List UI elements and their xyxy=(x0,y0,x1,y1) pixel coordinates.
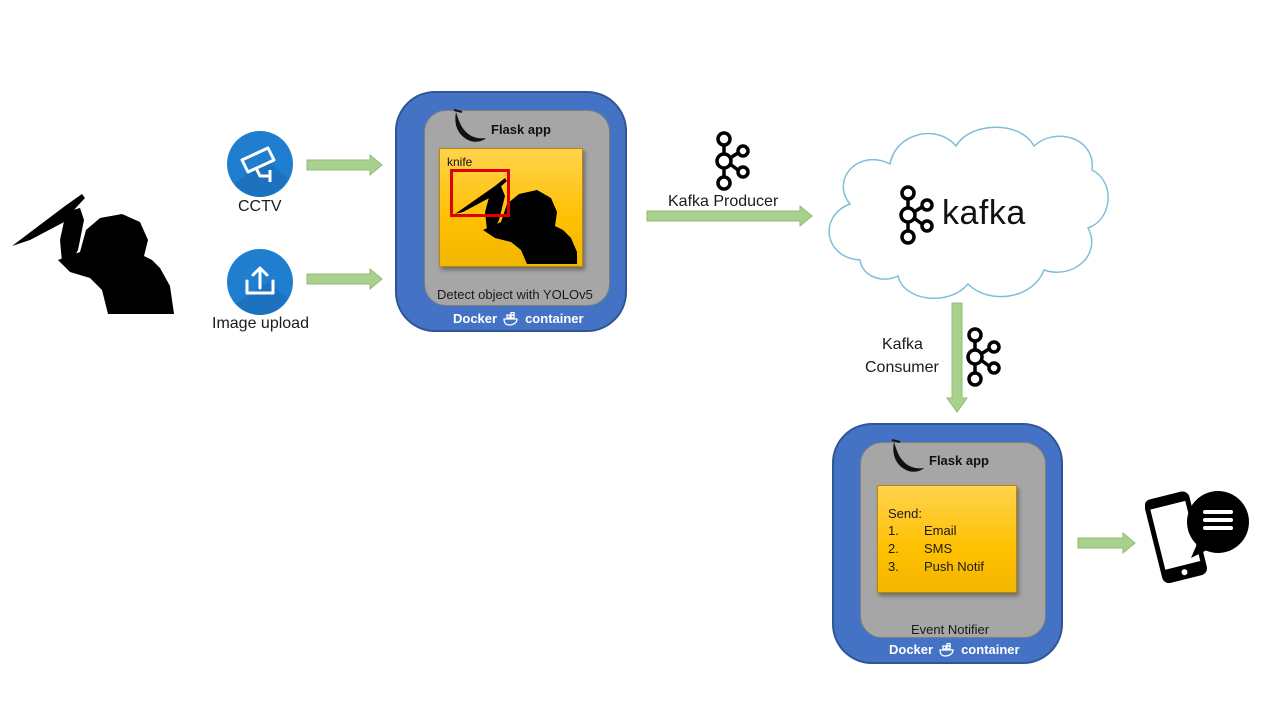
kafka-cloud xyxy=(820,120,1110,304)
channel-name: Email xyxy=(924,523,957,538)
notifier-flask-label: Flask app xyxy=(929,453,989,468)
channel-num: 1. xyxy=(888,523,899,538)
channel-num: 2. xyxy=(888,541,899,556)
kafka-consumer-icon xyxy=(962,326,1002,388)
channel-num: 3. xyxy=(888,559,899,574)
docker-whale-icon xyxy=(939,642,955,657)
notifier-caption: Event Notifier xyxy=(911,622,990,637)
notifier-send-note xyxy=(877,485,1017,593)
phone-message-icon xyxy=(1145,488,1253,586)
detector-docker-label: Docker container xyxy=(453,311,584,326)
kafka-producer-label: Kafka Producer xyxy=(668,193,779,210)
docker-suffix: container xyxy=(525,311,584,326)
detection-class-label: knife xyxy=(447,155,473,169)
kafka-producer-icon xyxy=(711,130,751,192)
docker-prefix: Docker xyxy=(453,311,498,326)
notifier-docker-label: Docker container xyxy=(889,642,1020,657)
cctv-label: CCTV xyxy=(238,198,282,215)
cctv-icon xyxy=(226,130,294,198)
arrow-kafka-to-notifier xyxy=(945,302,969,414)
attacker-silhouette xyxy=(10,190,180,320)
flask-logo-icon xyxy=(450,108,488,144)
channel-name: SMS xyxy=(924,541,953,556)
docker-whale-icon xyxy=(503,311,519,326)
kafka-logo-icon xyxy=(895,184,935,246)
arrow-notifier-to-phone xyxy=(1077,532,1137,554)
arrow-detector-to-kafka xyxy=(646,205,814,227)
kafka-consumer-label-line1: Kafka xyxy=(882,336,923,353)
detector-flask-label: Flask app xyxy=(491,122,551,137)
kafka-broker-label: kafka xyxy=(942,194,1026,232)
docker-suffix: container xyxy=(961,642,1020,657)
kafka-consumer-label-line2: Consumer xyxy=(865,359,939,376)
docker-prefix: Docker xyxy=(889,642,934,657)
detection-silhouette xyxy=(447,172,581,266)
channel-name: Push Notif xyxy=(924,559,984,574)
detection-bounding-box xyxy=(450,169,510,217)
arrow-upload-to-detector xyxy=(306,268,384,290)
flask-logo-icon xyxy=(888,438,926,474)
detector-caption: Detect object with YOLOv5 xyxy=(437,287,593,302)
upload-icon xyxy=(226,248,294,316)
send-title: Send: xyxy=(888,506,922,521)
arrow-cctv-to-detector xyxy=(306,154,384,176)
upload-label: Image upload xyxy=(212,315,309,332)
